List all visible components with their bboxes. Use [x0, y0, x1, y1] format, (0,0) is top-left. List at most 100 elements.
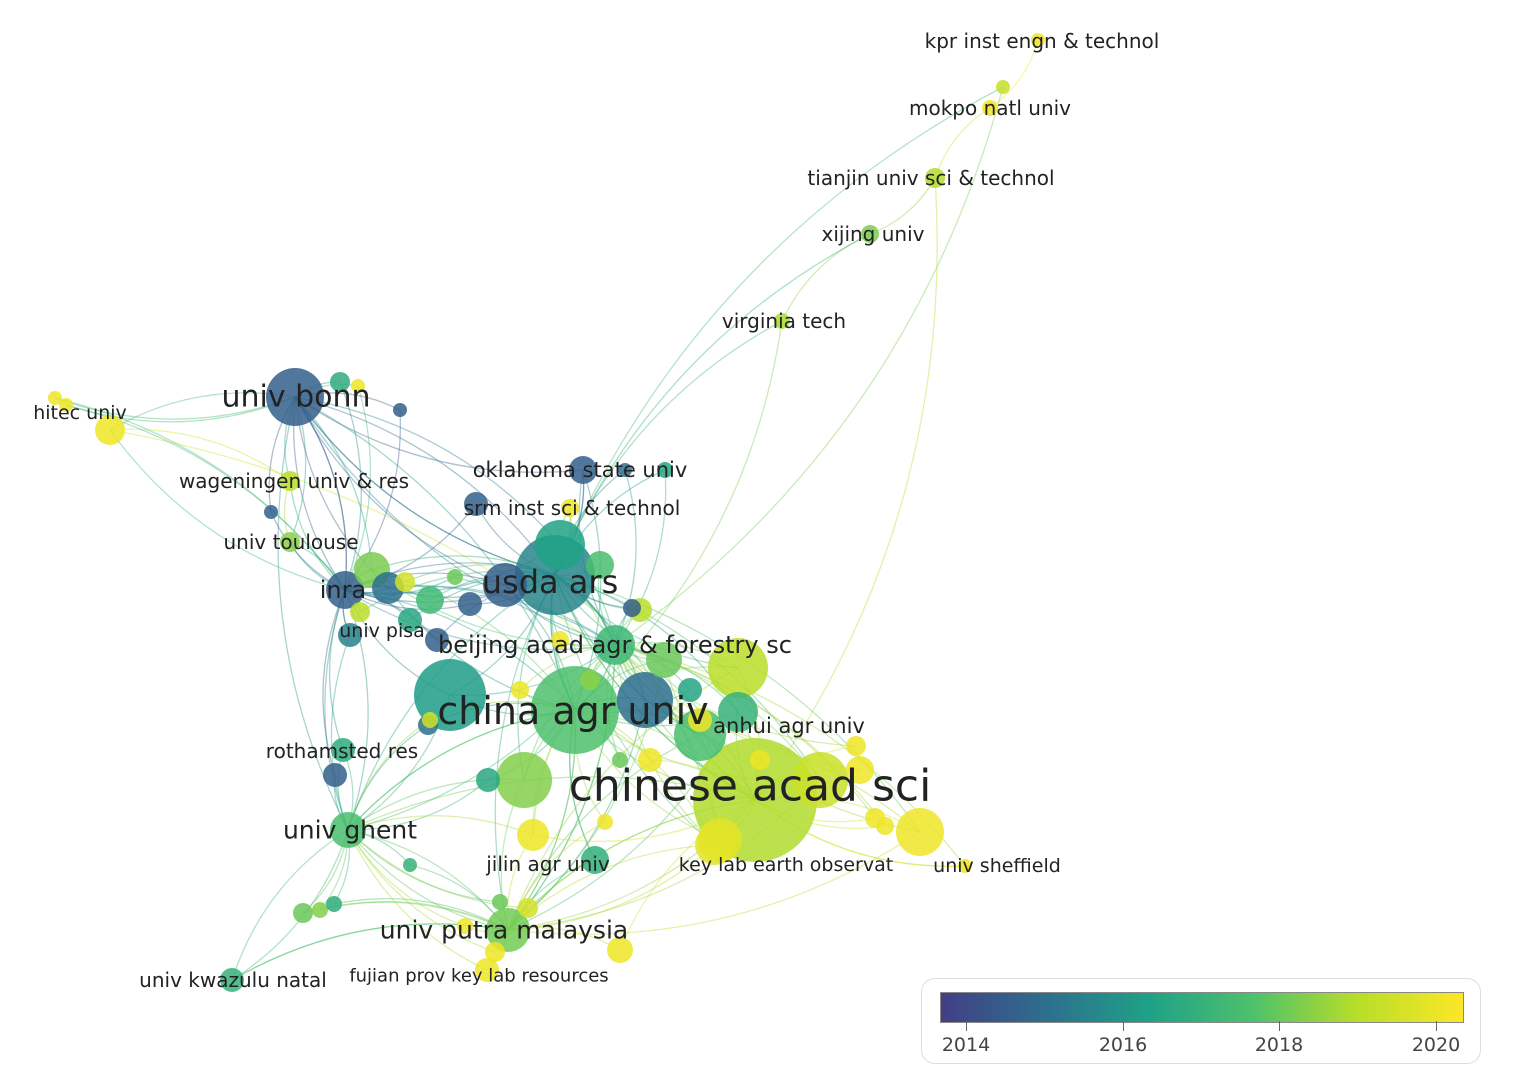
node[interactable] [395, 572, 415, 592]
node[interactable] [674, 709, 726, 761]
node[interactable] [618, 463, 632, 477]
node-virginia-tech[interactable] [774, 313, 790, 329]
node[interactable] [846, 756, 874, 784]
node[interactable] [425, 628, 449, 652]
node-univ-ghent[interactable] [330, 812, 366, 848]
node-label[interactable]: mokpo natl univ [909, 96, 1071, 120]
node[interactable] [535, 520, 585, 570]
node-srm-inst-sci-technol[interactable] [561, 499, 579, 517]
node[interactable] [330, 372, 350, 392]
node[interactable] [416, 586, 444, 614]
node[interactable] [350, 602, 370, 622]
node-label[interactable]: virginia tech [722, 309, 846, 333]
node-label[interactable]: inra [320, 576, 366, 604]
node[interactable] [323, 763, 347, 787]
node-anhui-agr-univ[interactable] [718, 692, 758, 732]
node-univ-sheffield[interactable] [958, 859, 972, 873]
node[interactable] [518, 898, 538, 918]
node-mokpo-natl-univ[interactable] [982, 100, 998, 116]
node[interactable] [708, 638, 768, 698]
node[interactable] [351, 379, 365, 393]
node[interactable] [586, 551, 614, 579]
node[interactable] [312, 902, 328, 918]
node-fujian-prov-key-lab-resources[interactable] [475, 958, 499, 982]
node-tianjin-univ-sci-technol[interactable] [925, 168, 945, 188]
node[interactable] [876, 817, 894, 835]
node[interactable] [293, 903, 313, 923]
node[interactable] [476, 768, 500, 792]
node[interactable] [457, 918, 473, 934]
node[interactable] [551, 631, 569, 649]
node[interactable] [447, 569, 463, 585]
node[interactable] [517, 819, 549, 851]
node[interactable] [678, 678, 702, 702]
node-kpr-inst-engn-technol[interactable] [1031, 33, 1045, 47]
node[interactable] [657, 462, 673, 478]
node-univ-bonn[interactable] [266, 368, 324, 426]
node[interactable] [492, 894, 508, 910]
node-china-agr-univ[interactable] [531, 666, 619, 754]
node[interactable] [607, 937, 633, 963]
node-label[interactable]: xijing univ [822, 222, 925, 246]
node[interactable] [597, 814, 613, 830]
node-hitec-univ[interactable] [95, 415, 125, 445]
node[interactable] [695, 825, 735, 865]
node[interactable] [750, 750, 770, 770]
node-univ-kwazulu-natal[interactable] [220, 968, 244, 992]
node-label[interactable]: chinese acad sci [569, 761, 932, 812]
node-label[interactable]: univ pisa [339, 620, 425, 642]
node-label[interactable]: usda ars [482, 563, 618, 601]
node-label[interactable]: univ putra malaysia [380, 916, 628, 945]
node[interactable] [638, 748, 662, 772]
node[interactable] [48, 391, 62, 405]
node[interactable] [393, 403, 407, 417]
node-xijing-univ[interactable] [861, 225, 879, 243]
node-wageningen-univ-res[interactable] [280, 471, 300, 491]
node-label[interactable]: oklahoma state univ [473, 458, 688, 482]
node-label[interactable]: univ bonn [221, 380, 370, 415]
node[interactable] [403, 858, 417, 872]
node[interactable] [464, 492, 488, 516]
node[interactable] [996, 80, 1010, 94]
node[interactable] [688, 708, 712, 732]
node[interactable] [511, 681, 529, 699]
node[interactable] [485, 942, 505, 962]
node-beijing-acad-agr-forestry-sc[interactable] [595, 625, 635, 665]
node[interactable] [792, 752, 848, 808]
node[interactable] [896, 808, 944, 856]
node-inra[interactable] [326, 571, 364, 609]
node-label[interactable]: kpr inst engn & technol [925, 29, 1160, 53]
node-label[interactable]: hitec univ [33, 402, 127, 424]
node-label[interactable]: univ ghent [283, 816, 417, 845]
node-label[interactable]: wageningen univ & res [179, 469, 409, 493]
node[interactable] [846, 736, 866, 756]
node[interactable] [646, 642, 682, 678]
node-label[interactable]: key lab earth observat [679, 854, 893, 876]
node[interactable] [496, 752, 552, 808]
node[interactable] [483, 563, 527, 607]
node-label[interactable]: rothamsted res [266, 739, 418, 763]
node-label[interactable]: anhui agr univ [713, 714, 865, 738]
node[interactable] [580, 670, 600, 690]
node[interactable] [458, 592, 482, 616]
node[interactable] [422, 712, 438, 728]
node-label[interactable]: univ toulouse [223, 530, 358, 554]
node-univ-pisa[interactable] [338, 623, 362, 647]
node-rothamsted-res[interactable] [331, 738, 355, 762]
node-label[interactable]: china agr univ [437, 689, 708, 733]
node[interactable] [623, 599, 641, 617]
node[interactable] [612, 752, 628, 768]
node-jilin-agr-univ[interactable] [581, 846, 609, 874]
node-label[interactable]: srm inst sci & technol [464, 496, 681, 520]
node-label[interactable]: jilin agr univ [485, 852, 610, 876]
node-univ-putra-malaysia[interactable] [486, 908, 530, 952]
node-label[interactable]: univ sheffield [933, 855, 1061, 877]
node[interactable] [59, 398, 73, 412]
node-label[interactable]: univ kwazulu natal [139, 968, 327, 992]
node-univ-toulouse[interactable] [280, 532, 300, 552]
node[interactable] [326, 896, 342, 912]
node[interactable] [264, 505, 278, 519]
node-label[interactable]: fujian prov key lab resources [349, 966, 608, 987]
node-oklahoma-state-univ[interactable] [569, 456, 597, 484]
